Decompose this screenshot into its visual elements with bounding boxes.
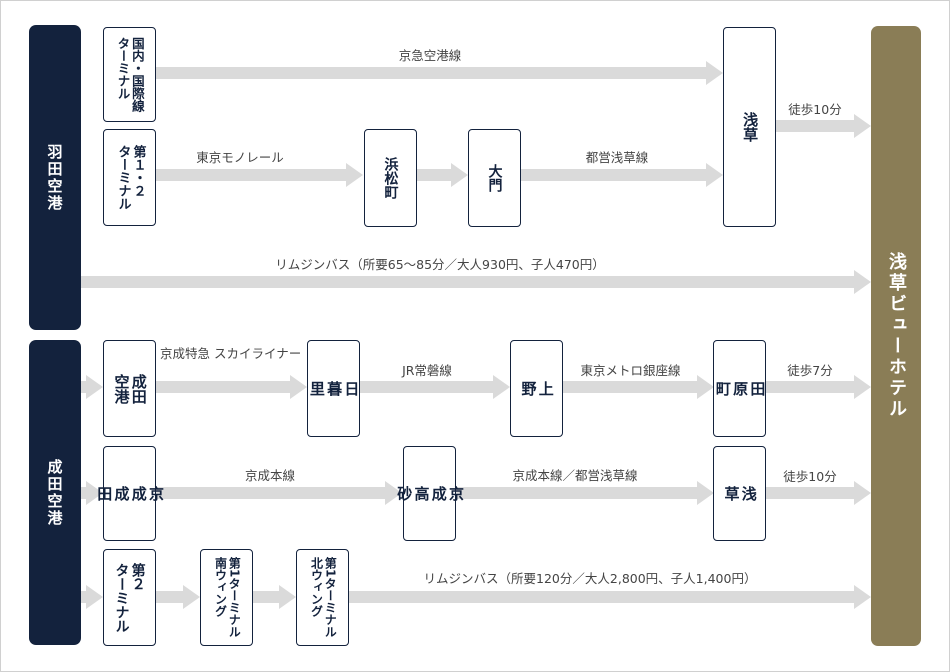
label-ginza-line: 東京メトロ銀座線	[580, 363, 681, 378]
label-keisei-main: 京成本線	[244, 468, 295, 483]
arrow-joban	[360, 375, 510, 399]
narita-airport-block: 成田空港	[29, 340, 81, 645]
station-tawaramachi: 田 原 町	[713, 340, 766, 437]
label-haneda-limousine: リムジンバス（所要65〜85分／大人930円、子人470円）	[275, 257, 605, 272]
arrow-keisei-asakusa	[456, 481, 714, 505]
station-daimon: 大門	[468, 129, 521, 227]
label-narita-limousine: リムジンバス（所要120分／大人2,800円、子人1,400円）	[423, 571, 757, 586]
label-walk-haneda: 徒歩10分	[788, 102, 842, 117]
station-asakusa-haneda: 浅草	[723, 27, 776, 227]
station-keisei-narita: 京 成 成 田	[95, 446, 165, 541]
hotel-block: 浅草ビューホテル	[871, 26, 921, 646]
arrow-narita-row1-start	[81, 375, 103, 399]
station-nippori: 日 暮 里	[307, 340, 360, 437]
arrow-monorail	[156, 163, 363, 187]
arrow-haneda-limousine	[81, 270, 871, 294]
label-skyliner: 京成特急 スカイライナー	[160, 346, 302, 361]
label-walk7: 徒歩7分	[787, 363, 833, 378]
station-keisei-takasago: 京 成 高 砂	[395, 446, 465, 541]
station-terminal1-south-wing: 第1ターミナル 南ウィング	[200, 549, 253, 646]
arrow-keisei-main	[156, 481, 402, 505]
arrow-narita-row3-start	[81, 585, 103, 609]
arrow-t2-south	[156, 585, 200, 609]
arrow-narita-limousine	[349, 585, 871, 609]
station-terminal1-north-wing: 第1ターミナル 北ウィング	[296, 549, 349, 646]
station-haneda-domestic-terminal: 国内・国際線 ターミナル	[103, 27, 156, 122]
arrow-ginza	[563, 375, 714, 399]
label-walk10-narita: 徒歩10分	[783, 469, 837, 484]
arrow-asakusa-line	[521, 163, 723, 187]
label-joban-line: JR常磐線	[402, 363, 452, 378]
arrow-walk-asakusa-narita	[766, 481, 871, 505]
station-asakusa-narita: 浅 草	[713, 446, 766, 541]
arrow-narita-row2-start	[81, 481, 103, 505]
arrow-hamamatsucho-daimon	[417, 163, 468, 187]
label-monorail: 東京モノレール	[196, 150, 284, 165]
arrow-keikyu	[156, 61, 723, 85]
station-narita-airport: 成田 空港	[103, 340, 156, 437]
label-keikyu-line: 京急空港線	[398, 48, 462, 63]
station-ueno: 上 野	[510, 340, 563, 437]
label-keisei-asakusa-line: 京成本線／都営浅草線	[512, 468, 638, 483]
arrow-south-north	[253, 585, 296, 609]
station-hamamatsucho: 浜松町	[364, 129, 417, 227]
station-narita-terminal2: 第２ ターミナル	[103, 549, 156, 646]
arrow-skyliner	[156, 375, 307, 399]
arrow-walk-asakusa	[776, 114, 871, 138]
haneda-airport-block: 羽田空港	[29, 25, 81, 330]
hotel-label: 浅草ビューホテル	[886, 252, 907, 420]
narita-airport-label: 成田空港	[45, 458, 64, 527]
haneda-airport-label: 羽田空港	[45, 143, 64, 212]
arrow-walk-tawaramachi	[766, 375, 871, 399]
station-haneda-terminal12: 第１・２ ターミナル	[103, 129, 156, 226]
label-asakusa-line: 都営浅草線	[585, 150, 649, 165]
